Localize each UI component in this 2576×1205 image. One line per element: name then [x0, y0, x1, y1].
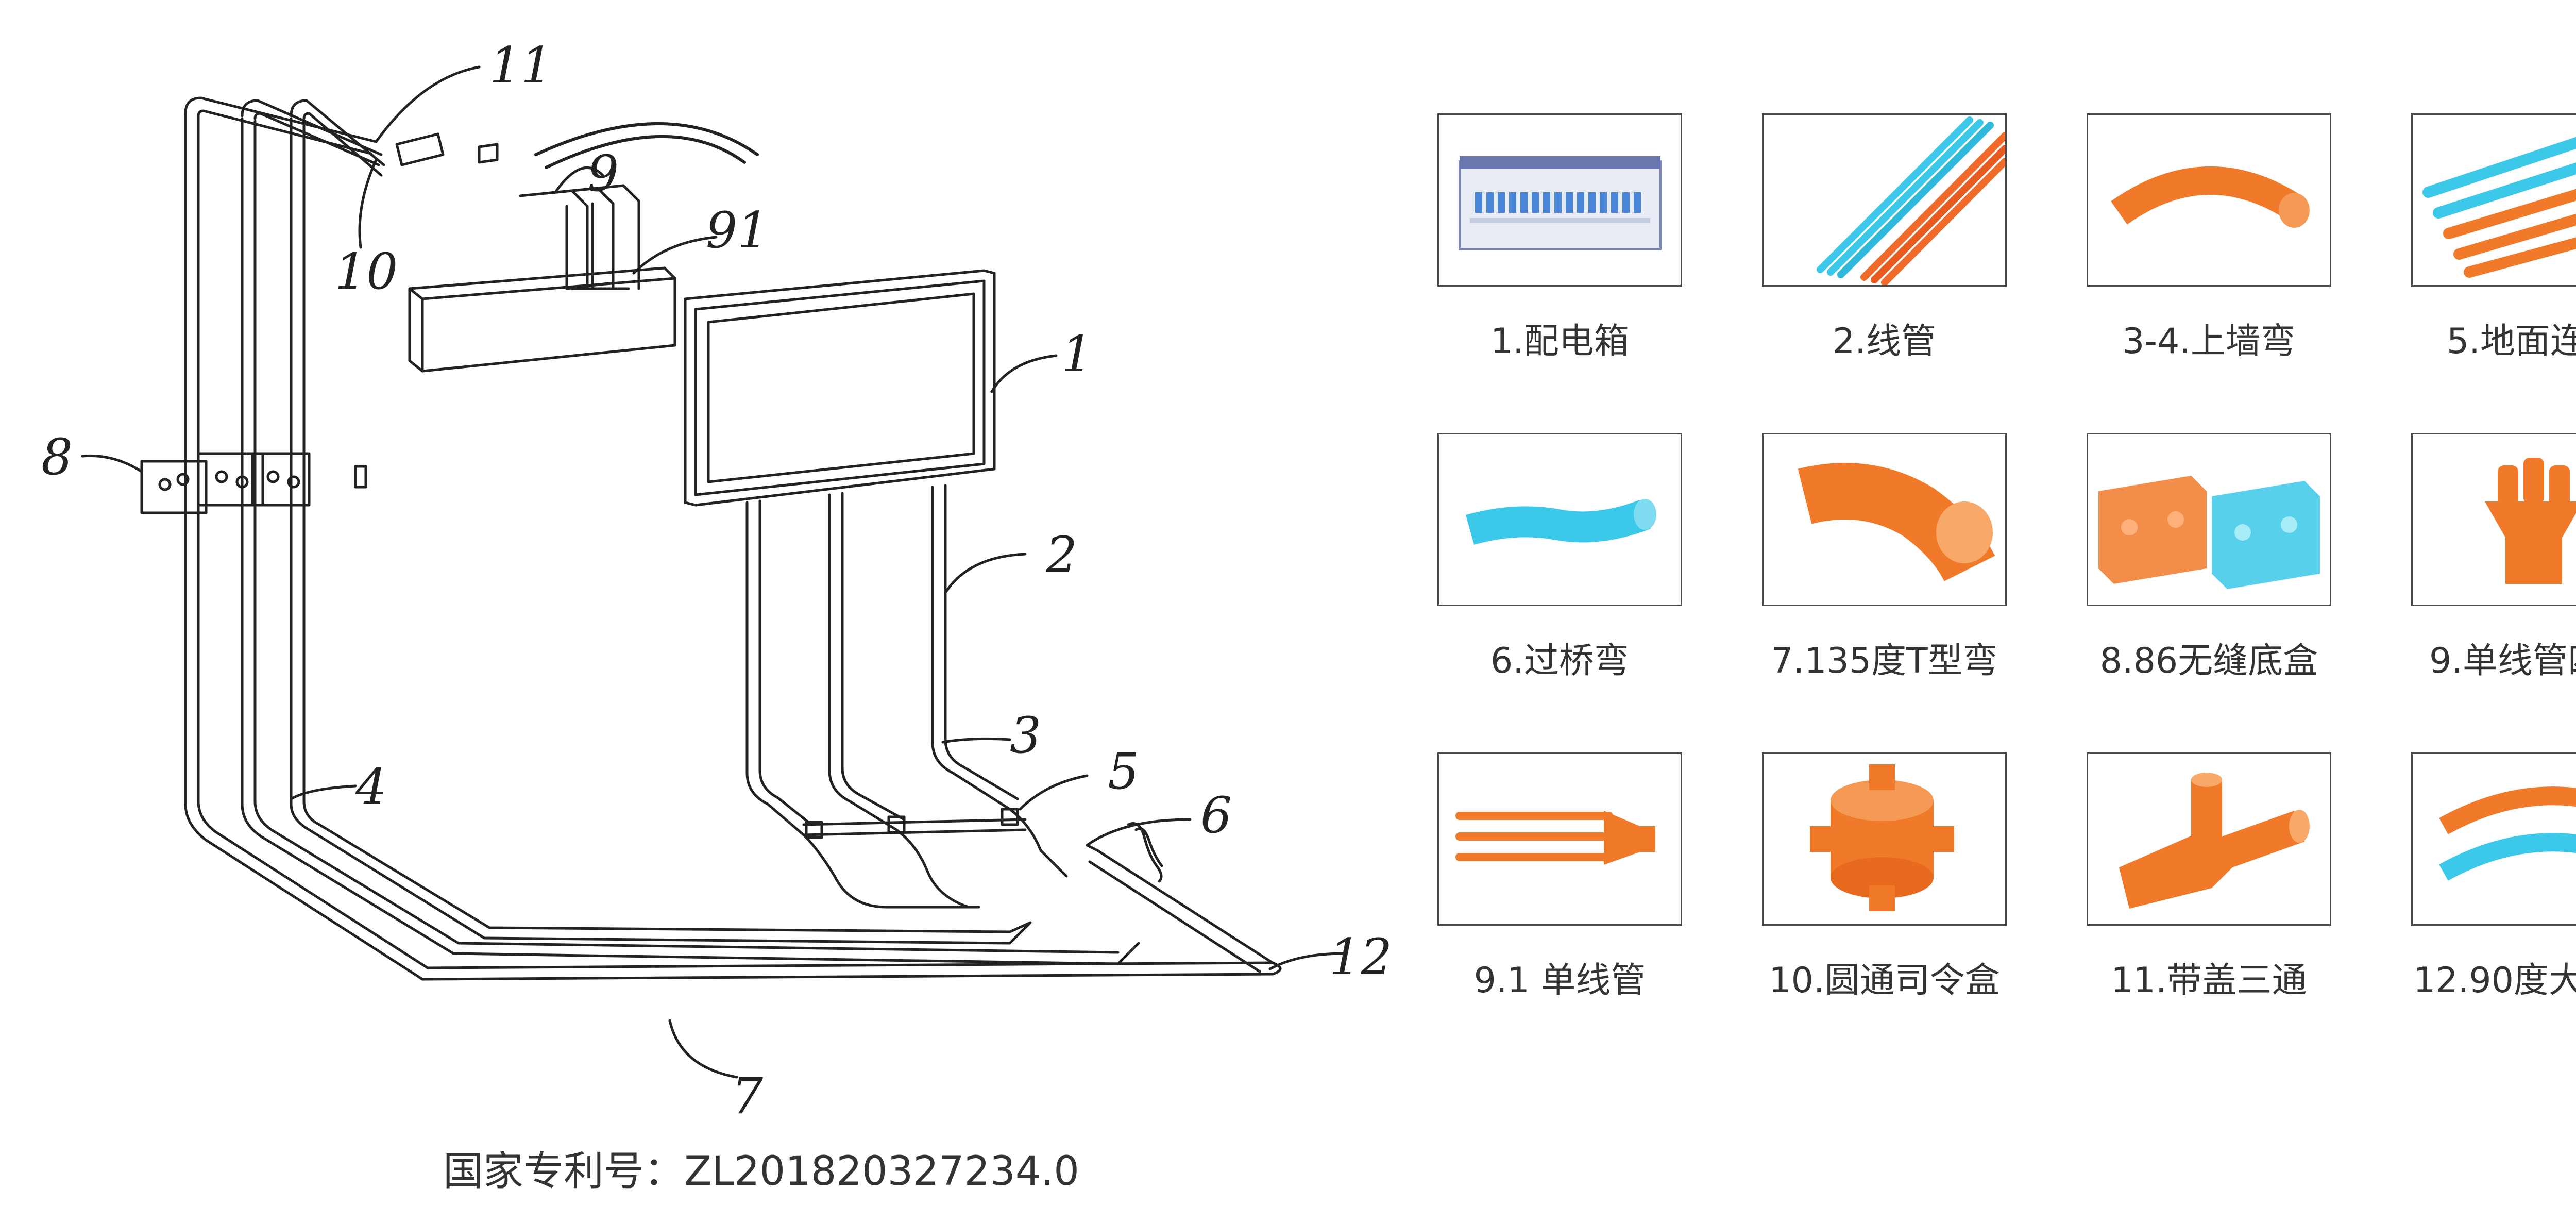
part-card-round-box: 10.圆通司令盒 [1762, 752, 2007, 1002]
four-way-icon [2485, 458, 2576, 584]
part-card-elbow-135: 7.135度T型弯 [1762, 433, 2007, 683]
part-card-conduit: 2.线管 [1762, 113, 2007, 363]
callout-7: 7 [732, 1067, 763, 1125]
conduit-pipes-icon [1817, 116, 2005, 285]
part-caption: 9.1 单线管 [1473, 960, 1646, 1001]
callout-4: 4 [355, 758, 387, 816]
single-pipes-icon [1455, 811, 1655, 865]
part-card-single-pipes: 9.1 单线管 [1437, 752, 1682, 1002]
part-caption: 8.86无缝底盒 [2099, 641, 2318, 681]
left-pipe-3 [290, 99, 1011, 945]
distribution-box-icon [1459, 156, 1662, 250]
round-box-icon [1810, 764, 1954, 911]
callout-91: 91 [706, 202, 769, 259]
callout-10: 10 [335, 243, 398, 300]
part-caption: 11.带盖三通 [2111, 960, 2307, 1001]
callout-3: 3 [1010, 707, 1041, 764]
floor-clips-icon [2422, 137, 2576, 278]
callout-6: 6 [1200, 786, 1232, 844]
callout-11: 11 [489, 37, 552, 94]
part-card-distribution-box: 1.配电箱 [1437, 113, 1682, 363]
large-bend-90-icon [2439, 786, 2576, 881]
part-caption: 3-4.上墙弯 [2122, 321, 2296, 362]
part-card-bridge-bend: 6.过桥弯 [1437, 433, 1682, 683]
callout-9: 9 [587, 145, 619, 203]
distribution-box-1 [684, 269, 996, 507]
part-card-floor-clips: 5.地面连排 [2411, 113, 2576, 363]
callout-5: 5 [1108, 743, 1139, 800]
callout-2: 2 [1045, 526, 1077, 584]
part-caption: 5.地面连排 [2447, 321, 2576, 362]
part-caption: 12.90度大弯头 [2413, 960, 2576, 1001]
patent-number: 国家专利号：ZL201820327234.0 [443, 1148, 1079, 1195]
box-pipes [745, 484, 1068, 909]
junction-boxes-8 [140, 452, 367, 514]
part-caption: 10.圆通司令盒 [1769, 960, 2000, 1001]
part-card-wall-bend: 3-4.上墙弯 [2087, 113, 2331, 363]
part-card-four-way: 9.单线管四通 [2411, 433, 2576, 683]
floor-clips-5 [805, 808, 1019, 839]
left-pipe-2 [241, 99, 1120, 965]
part-card-covered-tee: 11.带盖三通 [2087, 752, 2331, 1002]
wall-bend-icon [2111, 166, 2310, 228]
junction-boxes-icon [2098, 476, 2320, 589]
part-caption: 2.线管 [1833, 321, 1936, 362]
part-caption: 9.单线管四通 [2429, 641, 2576, 681]
callout-1: 1 [1061, 325, 1093, 383]
piping-diagram: 11 9 10 91 1 8 2 3 5 6 4 12 7 [41, 37, 1392, 1125]
elbow-135-icon [1798, 463, 1995, 582]
top-fittings [395, 122, 759, 373]
callout-12: 12 [1329, 928, 1392, 986]
part-caption: 7.135度T型弯 [1771, 641, 1998, 681]
part-caption: 6.过桥弯 [1490, 641, 1629, 681]
bridge-bend-icon [1465, 499, 1656, 545]
part-card-large-bend-90: 12.90度大弯头 [2411, 752, 2576, 1002]
part-caption: 1.配电箱 [1490, 321, 1629, 362]
part-card-junction-boxes: 8.86无缝底盒 [2087, 433, 2331, 683]
callout-8: 8 [41, 428, 73, 486]
covered-tee-icon [2119, 773, 2310, 909]
left-pipe-1 [184, 96, 1274, 981]
